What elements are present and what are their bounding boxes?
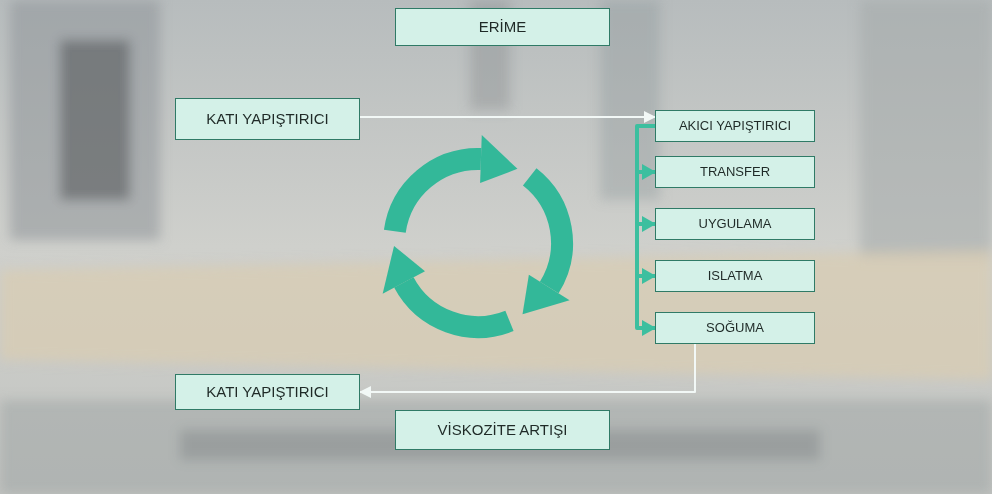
box-label: AKICI YAPIŞTIRICI — [679, 119, 791, 133]
step-arrow — [637, 224, 655, 276]
process-box: TRANSFER — [655, 156, 815, 188]
step-arrow — [637, 276, 655, 328]
cycle-arc — [530, 177, 562, 288]
process-box: ERİME — [395, 8, 610, 46]
process-box: ISLATMA — [655, 260, 815, 292]
cycle-arrowhead — [480, 135, 517, 183]
cycle-arc — [404, 282, 510, 327]
process-box: UYGULAMA — [655, 208, 815, 240]
process-box: KATI YAPIŞTIRICI — [175, 374, 360, 410]
process-box: KATI YAPIŞTIRICI — [175, 98, 360, 140]
process-box: VİSKOZİTE ARTIŞI — [395, 410, 610, 450]
flow-arrow — [360, 116, 655, 118]
box-label: ERİME — [479, 19, 527, 36]
cycle-arc — [395, 159, 481, 231]
flow-arrow — [360, 344, 695, 392]
box-label: KATI YAPIŞTIRICI — [206, 384, 329, 401]
box-label: ISLATMA — [708, 269, 763, 283]
cycle-arrowhead — [383, 246, 425, 294]
step-arrow — [637, 126, 655, 172]
box-label: TRANSFER — [700, 165, 770, 179]
box-label: SOĞUMA — [706, 321, 764, 335]
process-box: AKICI YAPIŞTIRICI — [655, 110, 815, 142]
box-label: KATI YAPIŞTIRICI — [206, 111, 329, 128]
box-label: UYGULAMA — [699, 217, 772, 231]
step-arrow — [637, 172, 655, 224]
box-label: VİSKOZİTE ARTIŞI — [438, 422, 568, 439]
cycle-arrowhead — [523, 275, 570, 314]
process-box: SOĞUMA — [655, 312, 815, 344]
